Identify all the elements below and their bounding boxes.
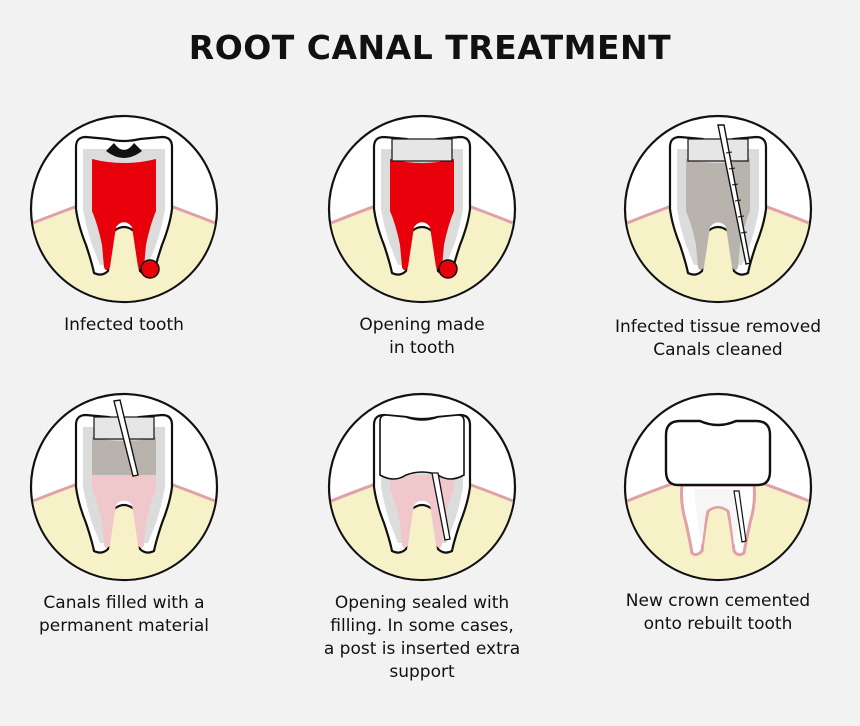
page-title: ROOT CANAL TREATMENT bbox=[188, 28, 672, 67]
caption-tissue-removed: Infected tissue removed Canals cleaned bbox=[615, 317, 821, 360]
canals-filled-illustration bbox=[29, 392, 219, 582]
stage-new-crown bbox=[622, 391, 814, 583]
stage-opening-made bbox=[326, 113, 518, 305]
opening-sealed-illustration bbox=[327, 392, 517, 582]
caption-opening-sealed: Opening sealed with filling. In some cas… bbox=[323, 593, 521, 682]
stage-opening-sealed bbox=[326, 391, 518, 583]
stage-canals-filled bbox=[28, 391, 220, 583]
infected-tooth-illustration bbox=[29, 114, 219, 304]
tissue-removed-illustration bbox=[623, 114, 813, 304]
caption-new-crown: New crown cemented onto rebuilt tooth bbox=[625, 591, 811, 634]
caption-infected-tooth: Infected tooth bbox=[64, 315, 184, 335]
stage-tissue-removed bbox=[622, 113, 814, 305]
opening-made-illustration bbox=[327, 114, 517, 304]
stage-infected-tooth bbox=[28, 113, 220, 305]
new-crown-illustration bbox=[623, 392, 813, 582]
caption-canals-filled: Canals filled with a permanent material bbox=[39, 593, 209, 636]
caption-opening-made: Opening made in tooth bbox=[359, 315, 485, 358]
